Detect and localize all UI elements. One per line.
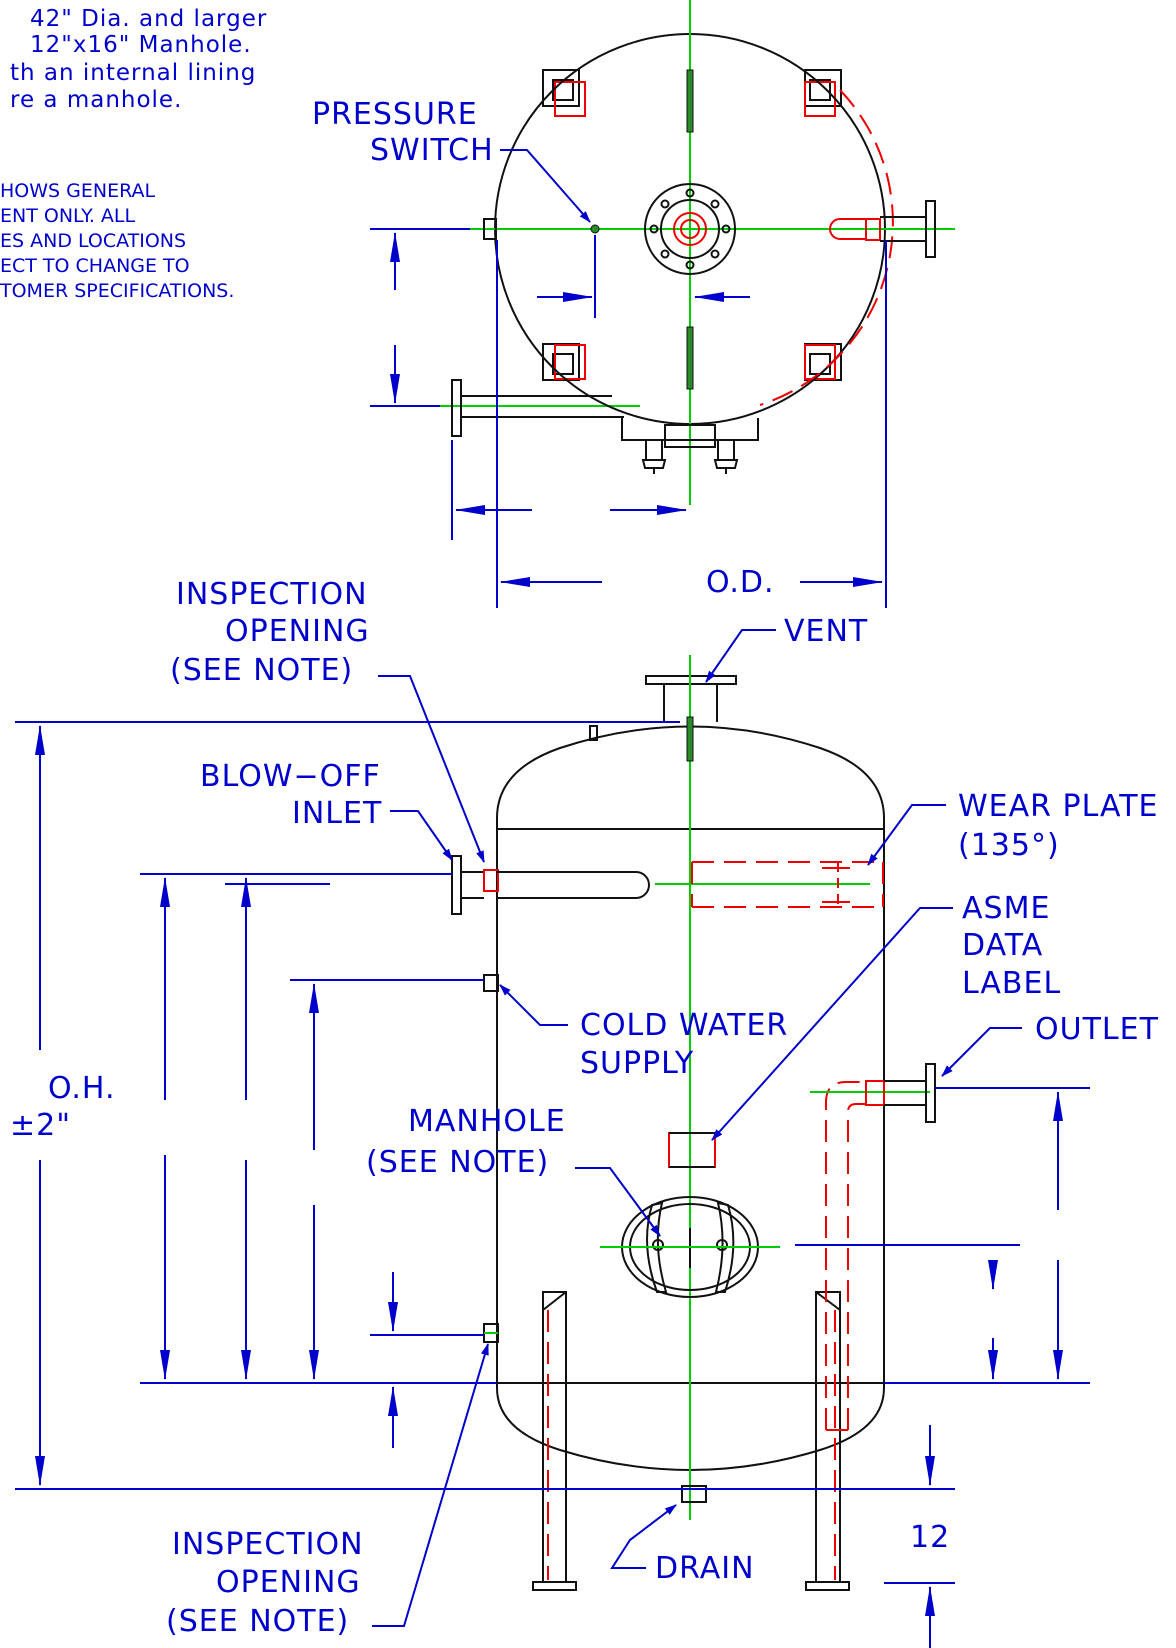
outlet-label: OUTLET xyxy=(941,1012,1159,1077)
blowoff-plan xyxy=(451,379,624,437)
svg-text:SWITCH: SWITCH xyxy=(370,133,494,168)
oh-label: O.H. ±2" xyxy=(10,1071,116,1143)
asme-label: ASME DATA LABEL xyxy=(711,891,1061,1141)
svg-text:ES AND LOCATIONS: ES AND LOCATIONS xyxy=(0,230,186,252)
svg-text:42" Dia. and larger: 42" Dia. and larger xyxy=(30,6,267,32)
svg-text:th an internal lining: th an internal lining xyxy=(10,60,256,86)
drain-nozzle xyxy=(681,1485,707,1503)
svg-text:DRAIN: DRAIN xyxy=(655,1551,755,1586)
pressure-switch-point xyxy=(590,224,600,234)
svg-text:PRESSURE: PRESSURE xyxy=(312,97,478,132)
svg-text:ASME: ASME xyxy=(962,891,1050,926)
plan-dimensions xyxy=(370,228,887,608)
asme-plate xyxy=(668,1132,716,1168)
svg-text:TOMER SPECIFICATIONS.: TOMER SPECIFICATIONS. xyxy=(0,280,234,302)
blowoff-inlet xyxy=(451,855,870,915)
svg-text:COLD WATER: COLD WATER xyxy=(580,1008,788,1043)
elevation-dimensions xyxy=(15,721,1090,1648)
plan-view xyxy=(440,0,955,505)
wear-plate xyxy=(691,861,884,908)
svg-text:INSPECTION: INSPECTION xyxy=(176,577,368,612)
pressure-switch-label: PRESSURE SWITCH xyxy=(312,97,591,223)
svg-text:INLET: INLET xyxy=(292,796,382,831)
svg-text:SUPPLY: SUPPLY xyxy=(580,1046,694,1081)
inspection-top-label: INSPECTION OPENING (SEE NOTE) xyxy=(170,577,485,863)
svg-text:HOWS GENERAL: HOWS GENERAL xyxy=(0,180,156,202)
manhole xyxy=(600,1196,780,1298)
svg-text:(SEE NOTE): (SEE NOTE) xyxy=(366,1145,549,1180)
svg-text:re a manhole.: re a manhole. xyxy=(10,87,182,113)
svg-text:OPENING: OPENING xyxy=(225,614,370,649)
cold-water-coupling xyxy=(483,974,499,992)
vent-flange xyxy=(644,183,736,275)
svg-text:(SEE NOTE): (SEE NOTE) xyxy=(170,653,353,688)
svg-text:INSPECTION: INSPECTION xyxy=(172,1527,364,1562)
svg-text:OPENING: OPENING xyxy=(216,1565,361,1600)
leg-height-label: 12 xyxy=(910,1520,950,1555)
svg-text:±2": ±2" xyxy=(10,1108,71,1143)
svg-text:ECT TO CHANGE TO: ECT TO CHANGE TO xyxy=(0,255,190,277)
outlet-nozzle xyxy=(865,1063,936,1123)
svg-text:VENT: VENT xyxy=(784,614,868,649)
svg-text:O.H.: O.H. xyxy=(48,1071,116,1106)
inspection-bottom-label: INSPECTION OPENING (SEE NOTE) xyxy=(166,1343,489,1639)
wear-plate-arc xyxy=(759,89,894,406)
svg-text:WEAR PLATE: WEAR PLATE xyxy=(958,789,1159,824)
blowoff-label: BLOW−OFF INLET xyxy=(200,759,453,861)
svg-text:OUTLET: OUTLET xyxy=(1035,1012,1159,1047)
svg-text:DATA: DATA xyxy=(962,928,1043,963)
svg-text:BLOW−OFF: BLOW−OFF xyxy=(200,759,381,794)
general-note: HOWS GENERAL ENT ONLY. ALL ES AND LOCATI… xyxy=(0,180,234,302)
drain-skid xyxy=(621,418,759,474)
svg-text:12"x16" Manhole.: 12"x16" Manhole. xyxy=(30,32,252,58)
top-note: 42" Dia. and larger 12"x16" Manhole. th … xyxy=(10,6,267,113)
svg-text:(SEE NOTE): (SEE NOTE) xyxy=(166,1604,349,1639)
manhole-label: MANHOLE (SEE NOTE) xyxy=(366,1104,661,1237)
od-label: O.D. xyxy=(706,565,775,600)
cold-water-label: COLD WATER SUPPLY xyxy=(499,984,788,1081)
elevation-view xyxy=(451,655,936,1591)
vent-label: VENT xyxy=(705,614,868,683)
drain-label: DRAIN xyxy=(610,1504,755,1586)
outlet-plan xyxy=(829,200,936,258)
outlet-internal-pipe xyxy=(810,1081,930,1431)
svg-text:LABEL: LABEL xyxy=(962,966,1061,1001)
svg-text:MANHOLE: MANHOLE xyxy=(408,1104,566,1139)
svg-text:ENT ONLY. ALL: ENT ONLY. ALL xyxy=(0,205,136,227)
svg-text:(135°): (135°) xyxy=(958,828,1060,863)
wear-plate-label: WEAR PLATE (135°) xyxy=(867,789,1159,866)
leg xyxy=(532,1291,850,1591)
